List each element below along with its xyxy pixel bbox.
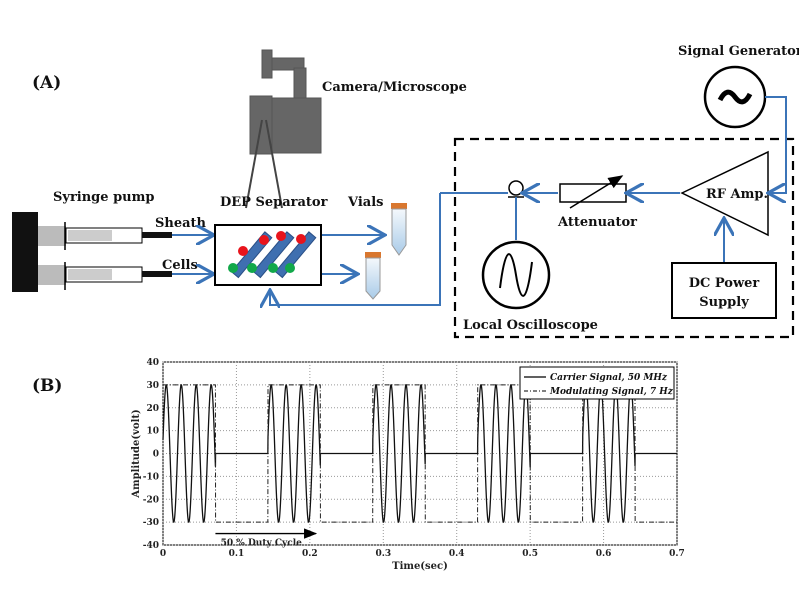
- dep-separator-label: DEP Separator: [220, 195, 328, 210]
- signal-chart: 0 0.1 0.2 0.3 0.4 0.5 0.6 0.7 40 30 20 10 0 -10 -20 -30…: [131, 358, 685, 572]
- duty-cycle-annotation: 50 % Duty Cycle: [221, 539, 303, 549]
- x-tick-label: 0.4: [449, 549, 465, 559]
- x-tick-label: 0.3: [375, 549, 391, 559]
- x-tick-label: 0.1: [229, 549, 245, 559]
- rf-amp-label: RF Amp.: [706, 187, 768, 202]
- x-axis-label: Time(sec): [392, 561, 448, 572]
- signal-line-to-chip: [270, 193, 441, 305]
- generator-to-amp-line: [765, 96, 787, 193]
- dc-power-label-2: Supply: [699, 295, 749, 310]
- syringe-pump-icon: [12, 212, 172, 292]
- legend-modulating-label: Modulating Signal, 7 Hz: [549, 387, 674, 397]
- sheath-label: Sheath: [155, 216, 207, 231]
- legend-box: [519, 366, 675, 400]
- attenuator-icon: [559, 175, 627, 209]
- x-tick-label: 0.2: [302, 549, 318, 559]
- y-tick-label: -30: [143, 518, 159, 528]
- panel-b-label: (B): [32, 376, 62, 396]
- rf-system-boundary: [453, 137, 795, 339]
- y-tick-label: 40: [146, 358, 159, 368]
- dc-power-label-1: DC Power: [689, 276, 760, 291]
- coupler-icon: [508, 180, 524, 198]
- y-tick-label: 10: [146, 427, 159, 437]
- y-tick-label: -20: [143, 495, 159, 505]
- signal-generator-icon: [703, 65, 767, 129]
- x-tick-label: 0: [160, 549, 166, 559]
- camera-label: Camera/Microscope: [322, 80, 467, 95]
- vials-label: Vials: [347, 195, 383, 210]
- local-oscilloscope-label: Local Oscilloscope: [463, 318, 598, 333]
- cells-label: Cells: [162, 258, 198, 273]
- vial-icon: [391, 203, 407, 256]
- camera-microscope-icon: [245, 49, 322, 209]
- local-oscilloscope-icon: [481, 240, 551, 310]
- carrier-signal-line: [162, 384, 677, 523]
- y-tick-label: 30: [146, 381, 159, 391]
- attenuator-label: Attenuator: [557, 215, 637, 230]
- y-axis-label: Amplitude(volt): [131, 409, 142, 499]
- y-tick-label: 20: [146, 404, 159, 414]
- dc-power-supply-box: [671, 262, 777, 319]
- signal-generator-label: Signal Generator: [678, 44, 799, 59]
- x-tick-label: 0.6: [596, 549, 612, 559]
- panel-a-label: (A): [32, 73, 61, 93]
- y-tick-label: 0: [153, 450, 159, 460]
- x-tick-label: 0.7: [669, 549, 685, 559]
- legend-carrier-label: Carrier Signal, 50 MHz: [550, 373, 668, 383]
- syringe-pump-label: Syringe pump: [53, 190, 154, 205]
- vial-icon: [365, 252, 381, 300]
- dep-separator-chip: [214, 224, 322, 286]
- x-tick-label: 0.5: [522, 549, 538, 559]
- y-tick-label: -10: [143, 472, 159, 482]
- modulating-signal-line: [163, 384, 677, 523]
- y-tick-label: -40: [143, 541, 159, 551]
